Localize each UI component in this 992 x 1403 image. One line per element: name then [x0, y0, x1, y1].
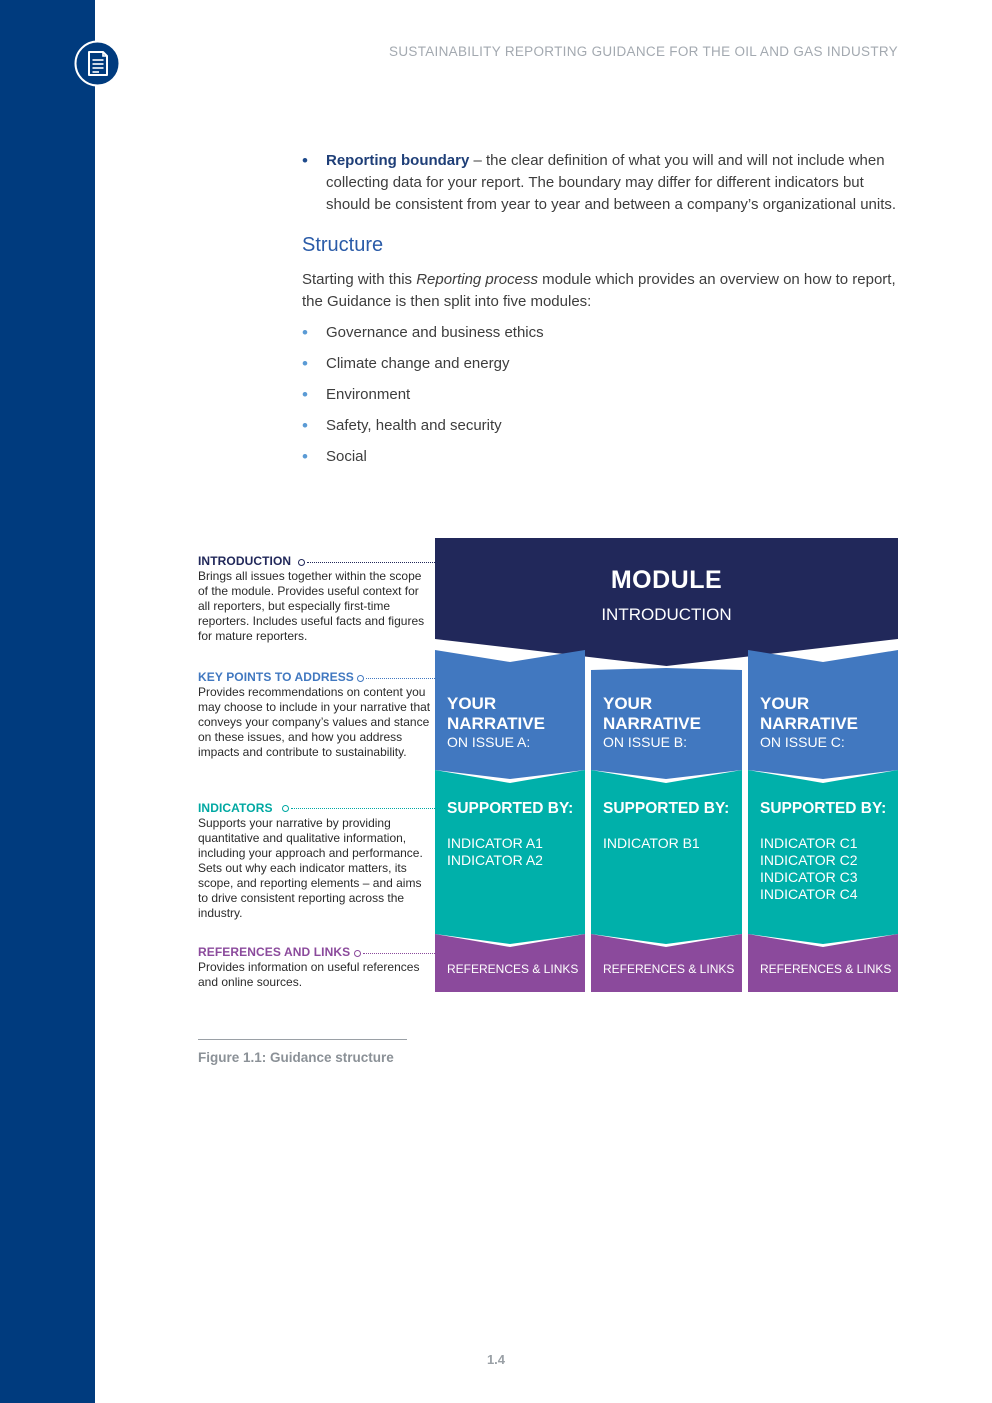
sidebar-band	[0, 0, 95, 1403]
references-block-a	[435, 934, 585, 992]
legend-text: Supports your narrative by providing qua…	[198, 816, 423, 920]
leader-dot	[357, 675, 364, 682]
leader-line	[307, 562, 435, 563]
narrative-line: YOUR	[760, 694, 810, 713]
legend-text: Provides information on useful reference…	[198, 960, 420, 989]
indicator-item: INDICATOR C2	[760, 852, 858, 868]
supported-label-b: SUPPORTED BY:	[603, 800, 730, 817]
section-title: Structure	[302, 234, 384, 256]
legend-text: Provides recommendations on content you …	[198, 685, 431, 759]
supported-label-a: SUPPORTED BY:	[447, 800, 574, 817]
bullet-text: – the clear definition of what you will …	[326, 152, 897, 213]
narrative-block-c	[748, 650, 898, 779]
indicator-list-c: INDICATOR C1 INDICATOR C2 INDICATOR C3 I…	[760, 835, 858, 903]
leader-dot	[282, 805, 289, 812]
intro-paragraph: Starting with this Reporting process mod…	[302, 269, 902, 313]
supported-block-c	[748, 770, 898, 944]
narrative-issue: ON ISSUE A:	[447, 734, 531, 750]
page-number: 1.4	[486, 1352, 506, 1367]
caption-rule	[198, 1039, 407, 1040]
leader-dot	[354, 950, 361, 957]
narrative-block-b	[591, 668, 742, 779]
leader-line	[291, 808, 435, 809]
indicator-item: INDICATOR C3	[760, 869, 858, 885]
leader-line	[363, 953, 435, 954]
module-list: Governance and business ethics Climate c…	[302, 322, 902, 477]
figure-caption: Figure 1.1: Guidance structure	[198, 1050, 394, 1065]
legend-references: REFERENCES AND LINKS Provides informatio…	[198, 945, 433, 990]
references-label-a: REFERENCES & LINKS	[447, 962, 579, 976]
legend-title: KEY POINTS TO ADDRESS	[198, 670, 354, 684]
narrative-label-b: YOUR NARRATIVE ON ISSUE B:	[603, 694, 701, 750]
list-item: Safety, health and security	[302, 415, 902, 437]
narrative-label-a: YOUR NARRATIVE ON ISSUE A:	[447, 694, 545, 750]
narrative-line: NARRATIVE	[603, 714, 701, 733]
module-subtitle: INTRODUCTION	[601, 605, 732, 624]
narrative-issue: ON ISSUE B:	[603, 734, 688, 750]
narrative-line: YOUR	[603, 694, 653, 713]
indicator-item: INDICATOR B1	[603, 835, 700, 851]
references-label-b: REFERENCES & LINKS	[603, 962, 735, 976]
references-block-c	[748, 934, 898, 992]
legend-title: INDICATORS	[198, 801, 273, 815]
document-icon	[74, 40, 121, 87]
legend-title: REFERENCES AND LINKS	[198, 945, 351, 959]
indicator-item: INDICATOR C4	[760, 886, 858, 902]
legend-text: Brings all issues together within the sc…	[198, 569, 425, 643]
list-item: Climate change and energy	[302, 353, 902, 375]
bullet-term: Reporting boundary	[326, 152, 470, 169]
intro-text-start: Starting with this	[302, 271, 417, 288]
list-item: Social	[302, 446, 902, 468]
references-block-b	[591, 934, 742, 992]
narrative-line: NARRATIVE	[760, 714, 858, 733]
narrative-block-a	[435, 650, 585, 779]
running-header: SUSTAINABILITY REPORTING GUIDANCE FOR TH…	[389, 44, 898, 59]
indicator-list-a: INDICATOR A1 INDICATOR A2	[447, 835, 543, 869]
legend-introduction: INTRODUCTION Brings all issues together …	[198, 554, 433, 644]
leader-dot	[298, 559, 305, 566]
boundary-bullet-list: Reporting boundary – the clear definitio…	[302, 150, 902, 216]
list-item: Governance and business ethics	[302, 322, 902, 344]
list-item: Environment	[302, 384, 902, 406]
supported-block-a	[435, 770, 585, 944]
intro-text-end: module which provides an overview on how…	[302, 271, 896, 310]
supported-block-b	[591, 770, 742, 944]
indicator-list-b: INDICATOR B1	[603, 835, 700, 852]
list-item: Reporting boundary – the clear definitio…	[302, 150, 902, 216]
narrative-line: NARRATIVE	[447, 714, 545, 733]
intro-text-italic: Reporting process	[416, 271, 538, 288]
module-header-shape	[435, 538, 898, 666]
legend-key-points: KEY POINTS TO ADDRESS Provides recommend…	[198, 670, 433, 760]
indicator-item: INDICATOR C1	[760, 835, 858, 851]
narrative-line: YOUR	[447, 694, 497, 713]
legend-title: INTRODUCTION	[198, 554, 292, 568]
indicator-item: INDICATOR A2	[447, 852, 543, 868]
leader-line	[366, 678, 435, 679]
narrative-issue: ON ISSUE C:	[760, 734, 845, 750]
module-title: MODULE	[610, 566, 723, 594]
supported-label-c: SUPPORTED BY:	[760, 800, 887, 817]
indicator-item: INDICATOR A1	[447, 835, 543, 851]
legend-indicators: INDICATORS Supports your narrative by pr…	[198, 801, 433, 921]
narrative-label-c: YOUR NARRATIVE ON ISSUE C:	[760, 694, 858, 750]
references-label-c: REFERENCES & LINKS	[760, 962, 892, 976]
